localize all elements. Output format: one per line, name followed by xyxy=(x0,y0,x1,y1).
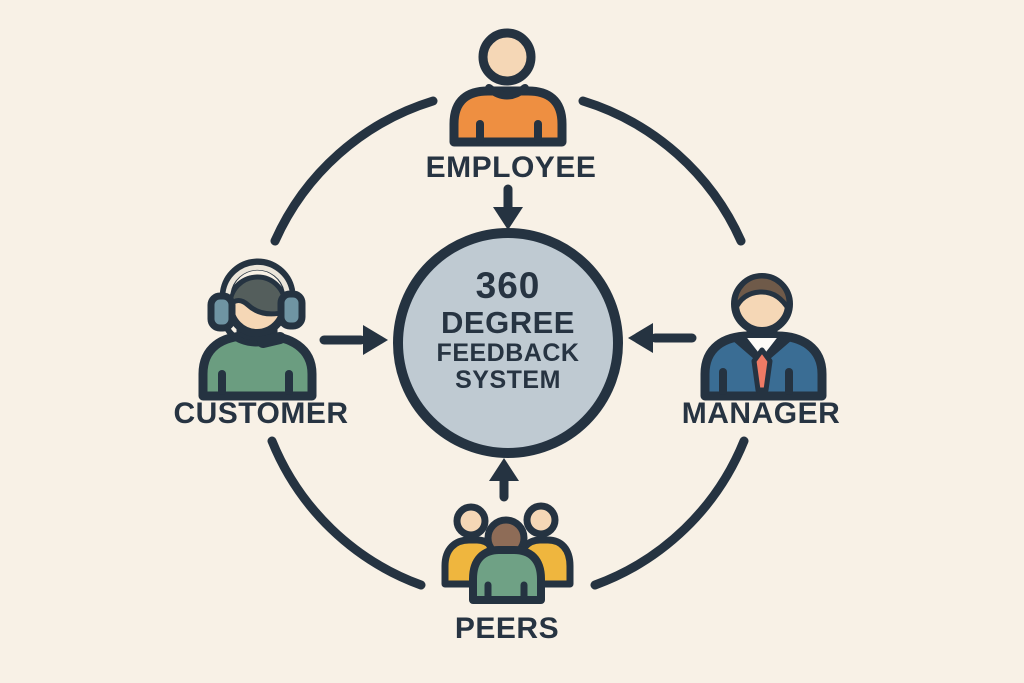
manager-label: MANAGER xyxy=(681,397,841,430)
center-title: 360 DEGREE FEEDBACK SYSTEM xyxy=(398,266,618,394)
arc-customer-to-peers xyxy=(267,436,426,590)
center-title-line4: SYSTEM xyxy=(455,366,561,394)
employee-person-icon xyxy=(449,28,567,147)
center-title-line1: 360 xyxy=(475,265,541,306)
peer-back-left-head xyxy=(453,503,489,539)
manager-hair xyxy=(732,273,792,313)
manager-suit-person-icon xyxy=(700,273,827,401)
manager-lapel-left xyxy=(731,334,761,361)
arrow-employee-to-center xyxy=(493,184,523,230)
manager-lapel-right xyxy=(763,334,793,361)
employee-head xyxy=(478,28,536,86)
arc-customer-to-employee xyxy=(270,96,438,246)
center-title-line3: FEEDBACK xyxy=(436,339,580,367)
peers-label: PEERS xyxy=(454,612,560,645)
peers-group-icon xyxy=(441,502,574,604)
arc-peers-to-manager xyxy=(590,436,749,590)
peer-front-body xyxy=(469,546,545,604)
arrows xyxy=(319,184,697,502)
peer-back-right-head xyxy=(523,502,559,538)
customer-headband-strip xyxy=(225,264,290,296)
center-circle xyxy=(393,228,623,458)
center-title-line2: DEGREE xyxy=(441,305,575,340)
arrow-manager-to-center xyxy=(628,323,697,353)
employee-collar xyxy=(485,84,529,100)
manager-tie xyxy=(751,347,773,393)
employee-label: EMPLOYEE xyxy=(425,151,597,184)
customer-earmuff-right xyxy=(277,290,306,330)
arrow-peers-to-center xyxy=(489,458,519,502)
customer-headset-person-icon xyxy=(198,258,317,401)
customer-mic-tip xyxy=(257,332,286,348)
arc-employee-to-manager xyxy=(578,96,746,246)
arrow-customer-to-center xyxy=(319,325,388,355)
connector-arcs xyxy=(267,96,749,590)
customer-label: CUSTOMER xyxy=(173,397,349,430)
customer-earmuff-left xyxy=(207,292,236,332)
